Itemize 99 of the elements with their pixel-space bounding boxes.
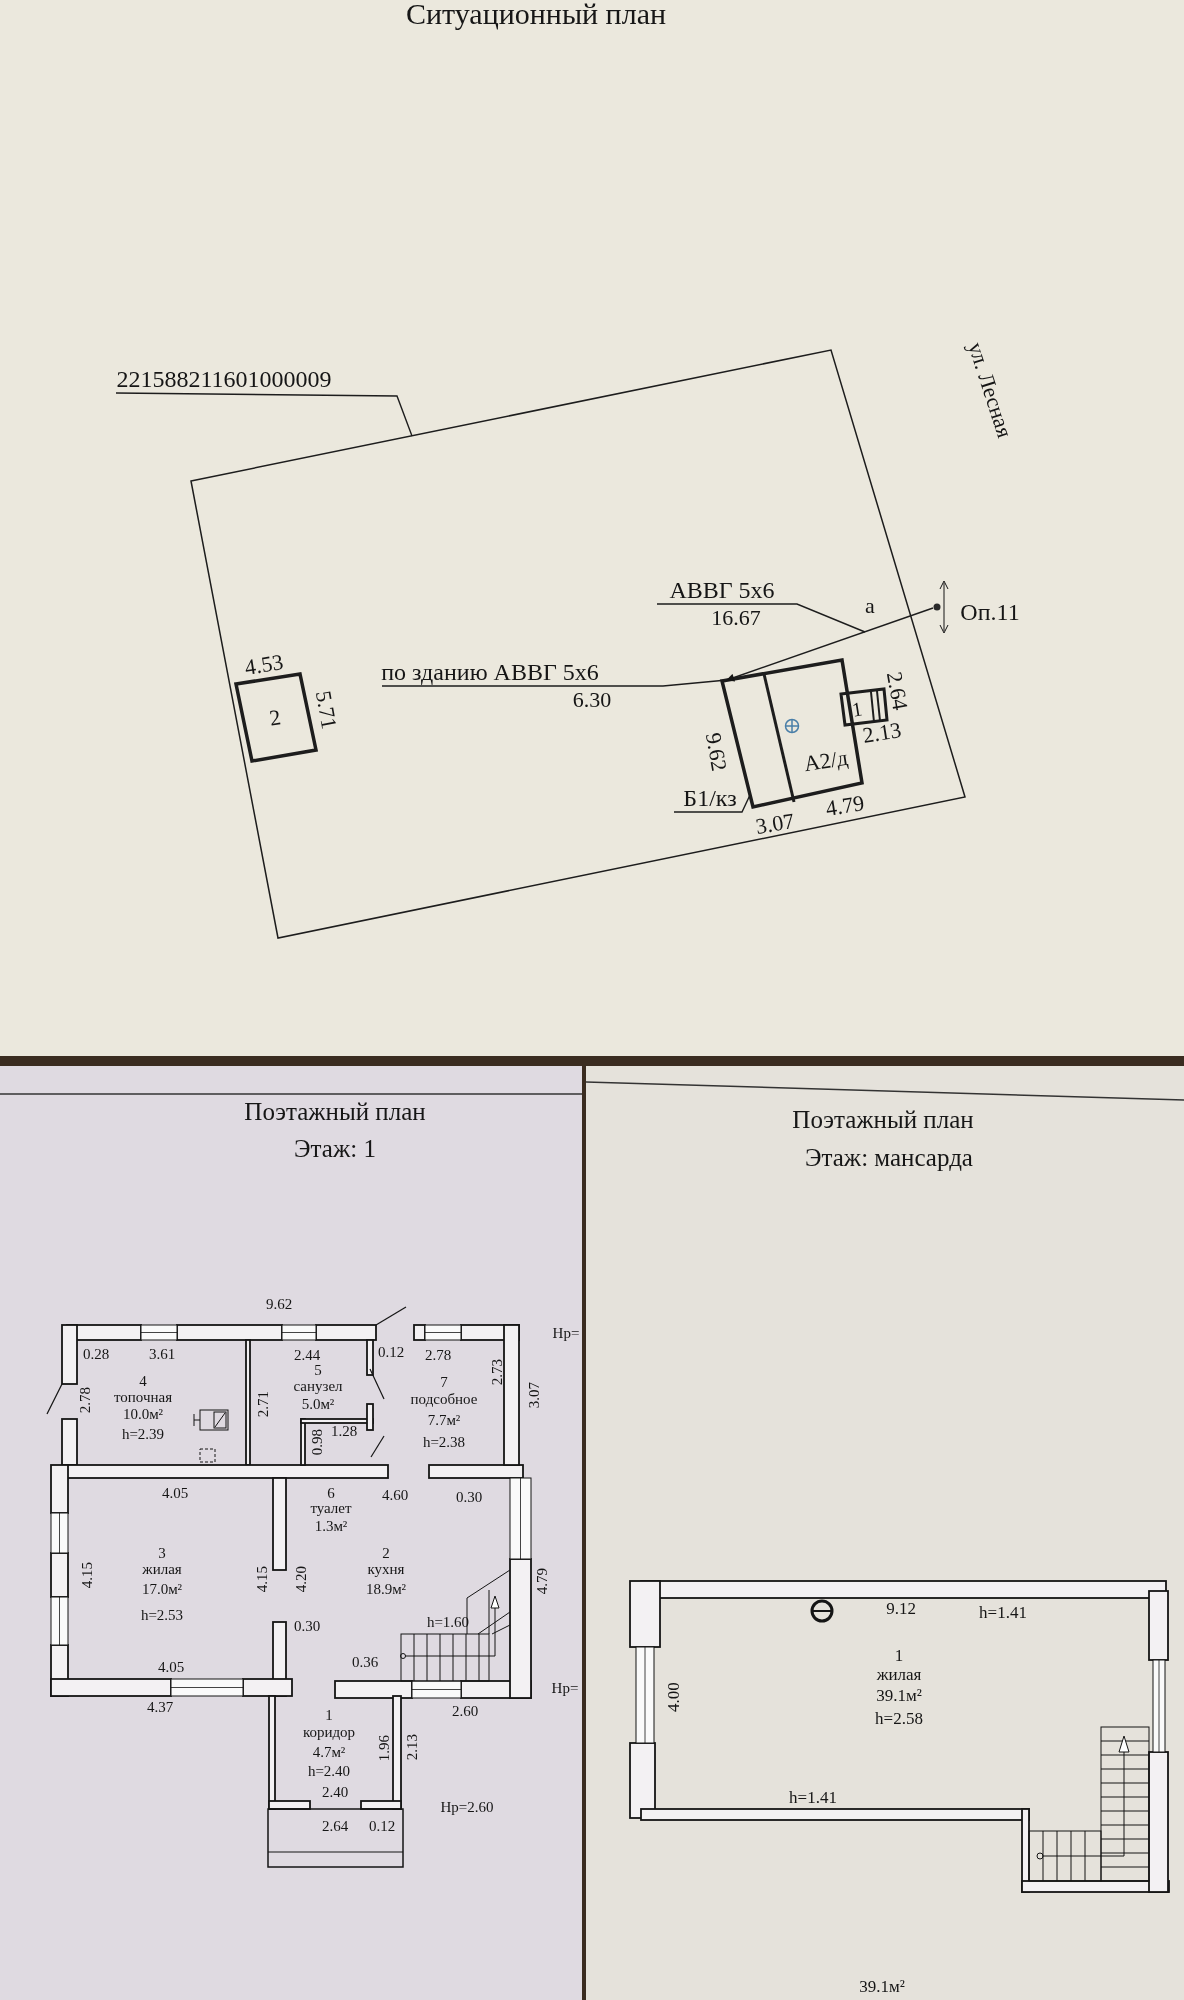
street-name: ул. Лесная — [964, 339, 1016, 441]
dimension-label: 0.30 — [293, 1618, 321, 1634]
dimension-label: 2.71 — [255, 1390, 271, 1418]
dimension-label: 2.78 — [424, 1347, 452, 1363]
dimension-label: 4.15 — [79, 1561, 95, 1589]
room-name: коридор — [302, 1724, 356, 1740]
dimension-label: 4.20 — [293, 1565, 309, 1593]
room-area: 4.7м² — [312, 1744, 346, 1760]
dimension-label: 1.28 — [330, 1423, 358, 1439]
room-number: 3 — [158, 1545, 166, 1561]
room-number: 1 — [325, 1707, 333, 1723]
room-number: 5 — [314, 1362, 322, 1378]
ceiling-height: h=2.38 — [422, 1434, 466, 1450]
dimension-label: 4.15 — [254, 1565, 270, 1593]
dimension-label: 1.96 — [376, 1734, 392, 1762]
room-name: жилая — [876, 1665, 922, 1683]
cable-length: 6.30 — [572, 689, 612, 711]
dimension-label: 3.07 — [754, 810, 796, 838]
dimension-label: 3.61 — [148, 1346, 176, 1362]
building-number: 2 — [267, 706, 283, 730]
dimension-label: 4.79 — [824, 792, 866, 820]
cable-mark: а — [865, 595, 875, 617]
pole-label: Оп.11 — [960, 600, 1020, 624]
dimension-label: 2.73 — [489, 1358, 505, 1386]
room-area: 7.7м² — [427, 1412, 461, 1428]
dimension-label: 0.36 — [351, 1654, 379, 1670]
room-name: жилая — [142, 1561, 182, 1577]
paper-sheet — [0, 1066, 582, 2000]
dimension-label: h=1.41 — [979, 1603, 1027, 1621]
dimension-label: 2.13 — [861, 719, 903, 747]
floor-label: Этаж: мансарда — [805, 1144, 973, 1170]
dimension-label: 2.64 — [882, 670, 912, 712]
building-code: А2/д — [802, 746, 850, 776]
dimension-label: h=1.41 — [789, 1788, 837, 1806]
room-name: туалет — [310, 1500, 352, 1516]
dimension-label: 2.78 — [77, 1386, 93, 1414]
ceiling-height: h=2.53 — [140, 1607, 184, 1623]
paper-sheet — [0, 0, 1184, 1056]
dimension-label: 2.44 — [293, 1347, 321, 1363]
dimension-label: 4.00 — [664, 1682, 682, 1712]
ceiling-height: h=2.39 — [121, 1426, 165, 1442]
room-number: 6 — [327, 1485, 335, 1501]
room-area: 39.1м² — [876, 1686, 922, 1704]
room-name: кухня — [367, 1561, 405, 1577]
plan-title: Поэтажный план — [792, 1106, 974, 1132]
dimension-label: 4.37 — [146, 1699, 174, 1715]
ceiling-height: h=2.40 — [307, 1763, 351, 1779]
room-number: 2 — [382, 1545, 390, 1561]
dimension-label: 2.64 — [321, 1818, 349, 1834]
dimension-label: 2.40 — [321, 1784, 349, 1800]
room-area: 17.0м² — [141, 1581, 183, 1597]
cable-length: 16.67 — [711, 607, 761, 629]
leader-line — [115, 392, 413, 437]
dimension-label: 4.60 — [381, 1487, 409, 1503]
plan-title: Поэтажный план — [244, 1098, 426, 1124]
dimension-label: 9.62 — [701, 731, 731, 773]
building-code: Б1/кз — [683, 786, 737, 810]
dimension-label: 4.05 — [161, 1485, 189, 1501]
dimension-label: 5.71 — [311, 689, 341, 731]
dimension-label: 2.13 — [404, 1733, 420, 1761]
dimension-label: 4.53 — [243, 651, 285, 679]
dimension-label: 2.60 — [451, 1703, 479, 1719]
leader-line — [656, 603, 866, 633]
dimension-label: 9.62 — [265, 1296, 293, 1312]
room-area: 1.3м² — [314, 1518, 348, 1534]
dimension-label: Нр= — [552, 1325, 580, 1341]
dimension-label: Нр=2.60 — [440, 1799, 494, 1815]
building-number: 1 — [850, 698, 864, 720]
dimension-label: Нр= — [551, 1680, 579, 1696]
room-area: 10.0м² — [122, 1406, 164, 1422]
leader-line — [381, 679, 728, 687]
cable-label: АВВГ 5х6 — [669, 578, 775, 602]
dimension-label: 0.12 — [368, 1818, 396, 1834]
dimension-label: 39.1м² — [859, 1977, 905, 1995]
cadastral-number: 221588211601000009 — [116, 367, 332, 391]
room-name: санузел — [293, 1378, 343, 1394]
dimension-label: 0.12 — [377, 1344, 405, 1360]
dimension-label: 9.12 — [886, 1599, 916, 1617]
room-name: топочная — [113, 1389, 173, 1405]
ceiling-height: h=2.58 — [875, 1709, 923, 1727]
dimension-label: 3.07 — [526, 1381, 542, 1409]
dimension-label: 4.79 — [534, 1567, 550, 1595]
room-number: 4 — [139, 1373, 147, 1389]
dimension-label: h=1.60 — [426, 1614, 470, 1630]
dimension-label: 0.98 — [309, 1428, 325, 1456]
leader-line — [673, 794, 751, 813]
dimension-label: 0.30 — [455, 1489, 483, 1505]
room-number: 1 — [894, 1646, 904, 1664]
cable-label: по зданию АВВГ 5х6 — [381, 660, 599, 684]
arrow — [726, 607, 934, 682]
room-area: 5.0м² — [301, 1396, 335, 1412]
room-number: 7 — [440, 1374, 448, 1390]
dimension-label: 0.28 — [82, 1346, 110, 1362]
room-name: подсобное — [410, 1391, 478, 1407]
dimension-label: 4.05 — [157, 1659, 185, 1675]
room-area: 18.9м² — [365, 1581, 407, 1597]
paper-sheet — [586, 1066, 1184, 2000]
plan-title: Ситуационный план — [406, 0, 666, 29]
floor-label: Этаж: 1 — [294, 1135, 376, 1161]
